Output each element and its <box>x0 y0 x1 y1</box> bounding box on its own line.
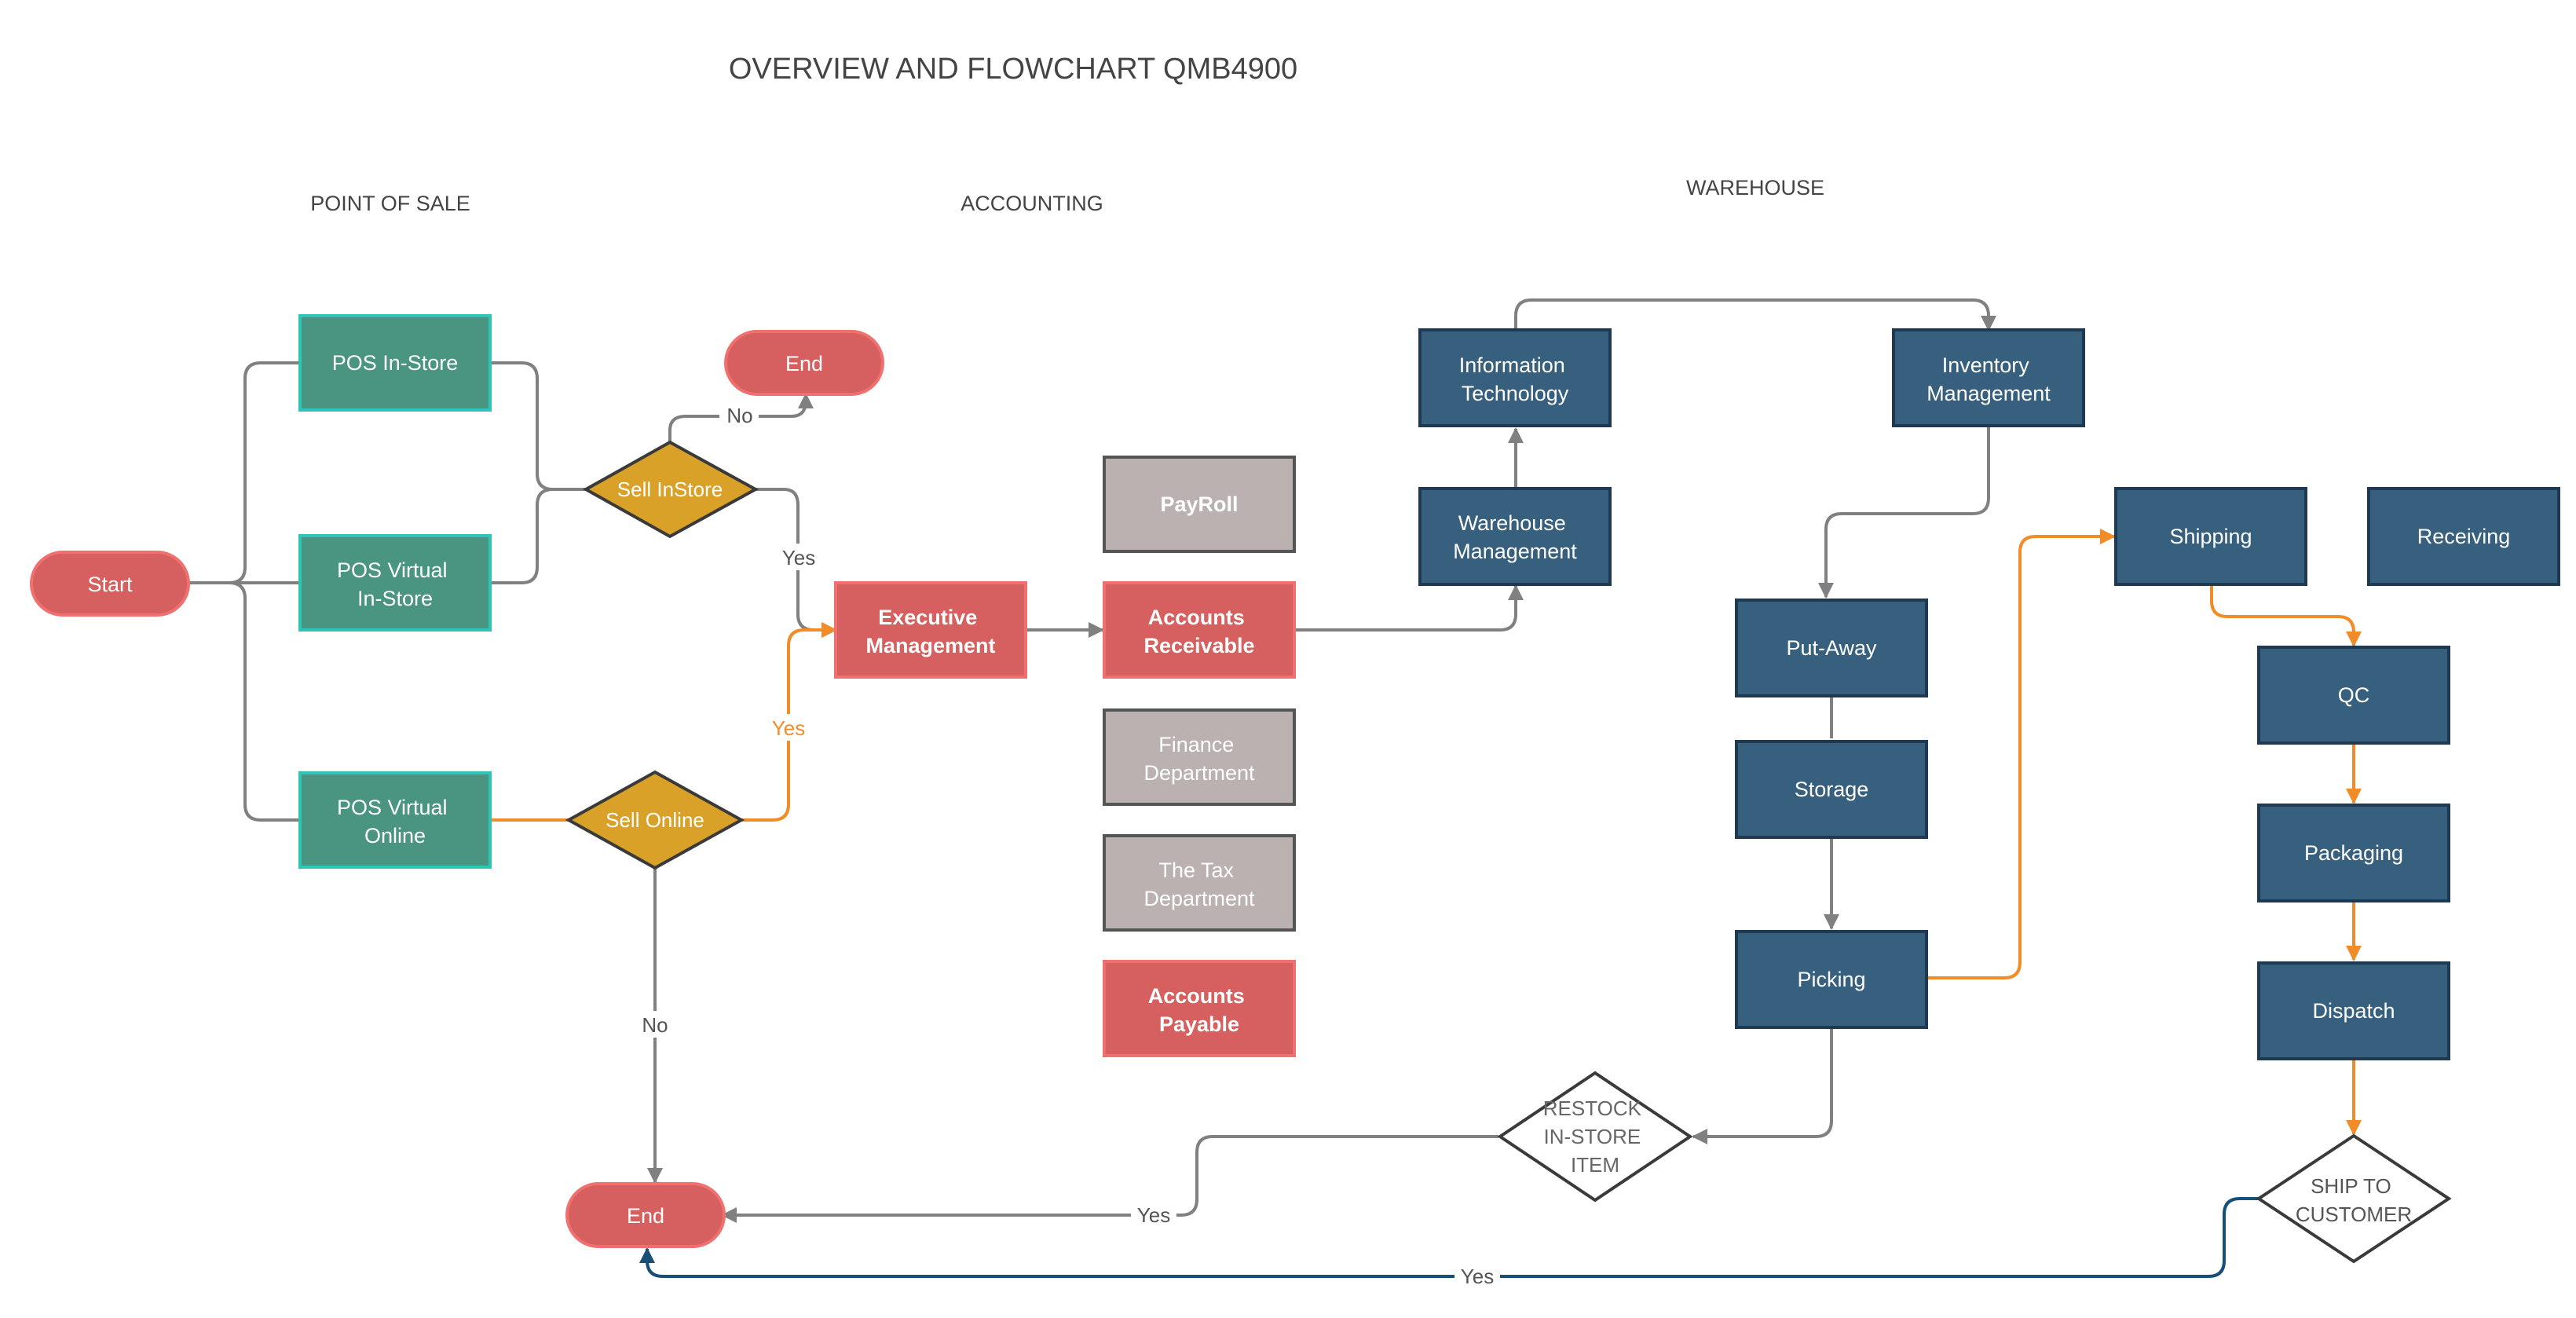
node-end-bottom-label: End <box>627 1204 664 1228</box>
connector-picking-shipping <box>1927 529 2116 979</box>
node-tax-department-label: The Tax Department <box>1143 859 1255 910</box>
connector-restock-yes-end <box>721 1135 1498 1223</box>
connector-shipping-qc <box>2210 585 2362 647</box>
node-finance-department-label: Finance Department <box>1143 733 1255 785</box>
node-warehouse-management[interactable]: Warehouse Management <box>1418 487 1612 586</box>
node-packaging-label: Packaging <box>2304 841 2403 865</box>
node-qc[interactable]: QC <box>2257 646 2450 745</box>
section-heading-point-of-sale: POINT OF SALE <box>310 192 470 215</box>
node-picking-label: Picking <box>1797 968 1865 991</box>
edge-label-ship-yes: Yes <box>1461 1265 1494 1288</box>
connector-pos-virtual-sell-instore <box>490 488 586 584</box>
node-executive-management-label: Executive Management <box>865 606 995 657</box>
node-sell-instore-label: Sell InStore <box>617 478 723 501</box>
connector-pos-instore-sell-instore <box>490 361 586 491</box>
section-heading-warehouse: WAREHOUSE <box>1686 176 1824 200</box>
edge-label-instore-yes: Yes <box>782 546 815 569</box>
node-sell-instore[interactable]: Sell InStore <box>582 440 759 539</box>
node-put-away[interactable]: Put-Away <box>1735 599 1928 697</box>
node-pos-virtual-online-label: POS Virtual Online <box>337 796 453 848</box>
node-information-technology-label: Information Technology <box>1459 353 1572 405</box>
node-receiving[interactable]: Receiving <box>2367 487 2560 586</box>
node-put-away-label: Put-Away <box>1786 636 1877 660</box>
section-heading-accounting: ACCOUNTING <box>961 192 1103 215</box>
node-start[interactable]: Start <box>30 551 190 617</box>
node-dispatch-label: Dispatch <box>2312 999 2395 1023</box>
node-accounts-receivable-label: Accounts Receivable <box>1143 606 1254 657</box>
page-title: OVERVIEW AND FLOWCHART QMB4900 <box>729 53 1297 86</box>
node-packaging[interactable]: Packaging <box>2257 804 2450 902</box>
node-pos-in-store[interactable]: POS In-Store <box>298 314 492 412</box>
node-ship-to-customer[interactable]: SHIP TO CUSTOMER <box>2256 1133 2452 1264</box>
node-warehouse-management-label: Warehouse Management <box>1453 511 1577 563</box>
connectors <box>188 298 2362 1278</box>
connector-receivable-warehouse-mgmt <box>1294 584 1524 632</box>
node-pos-virtual-in-store-label: POS Virtual In-Store <box>337 558 453 610</box>
node-storage[interactable]: Storage <box>1735 740 1928 839</box>
node-accounts-receivable[interactable]: Accounts Receivable <box>1103 581 1296 679</box>
node-receiving-label: Receiving <box>2417 525 2511 548</box>
node-end-bottom[interactable]: End <box>565 1182 726 1248</box>
connector-start-pos-online <box>188 581 300 822</box>
connector-start-pos-instore <box>188 361 300 584</box>
node-restock-label: RESTOCK IN-STORE ITEM <box>1543 1097 1647 1177</box>
node-pos-virtual-online[interactable]: POS Virtual Online <box>298 771 492 869</box>
node-shipping-label: Shipping <box>2169 525 2252 548</box>
node-information-technology[interactable]: Information Technology <box>1418 328 1612 427</box>
node-payroll[interactable]: PayRoll <box>1103 456 1296 553</box>
node-storage-label: Storage <box>1795 778 1869 801</box>
node-sell-online[interactable]: Sell Online <box>565 770 745 870</box>
node-shipping[interactable]: Shipping <box>2114 487 2307 586</box>
node-sell-online-label: Sell Online <box>606 808 704 832</box>
connector-it-inventory <box>1514 298 1996 331</box>
node-inventory-management[interactable]: Inventory Management <box>1892 328 2085 427</box>
node-finance-department[interactable]: Finance Department <box>1103 708 1296 806</box>
node-dispatch[interactable]: Dispatch <box>2257 961 2450 1060</box>
node-qc-label: QC <box>2338 683 2370 707</box>
edge-label-restock-yes: Yes <box>1137 1203 1170 1227</box>
node-start-label: Start <box>87 573 133 596</box>
connector-inventory-putaway <box>1818 427 1990 599</box>
node-payroll-label: PayRoll <box>1160 492 1238 516</box>
edge-labels: No Yes Yes No Yes Yes <box>635 402 1500 1290</box>
node-restock[interactable]: RESTOCK IN-STORE ITEM <box>1497 1071 1693 1203</box>
node-end-top-label: End <box>785 352 823 375</box>
node-pos-in-store-label: POS In-Store <box>332 351 459 375</box>
node-ship-to-customer-label: SHIP TO CUSTOMER <box>2296 1174 2412 1226</box>
node-executive-management[interactable]: Executive Management <box>834 581 1027 679</box>
node-accounts-payable-label: Accounts Payable <box>1148 984 1251 1036</box>
edge-label-online-yes: Yes <box>772 716 805 740</box>
node-accounts-payable[interactable]: Accounts Payable <box>1103 960 1296 1057</box>
connector-picking-restock <box>1692 1027 1833 1144</box>
node-end-top[interactable]: End <box>724 330 884 396</box>
node-picking[interactable]: Picking <box>1735 930 1928 1029</box>
node-pos-virtual-in-store[interactable]: POS Virtual In-Store <box>298 534 492 632</box>
node-tax-department[interactable]: The Tax Department <box>1103 834 1296 932</box>
node-inventory-management-label: Inventory Management <box>1927 353 2051 405</box>
edge-label-online-no: No <box>642 1013 668 1037</box>
connector-ship-yes-end <box>639 1197 2259 1278</box>
edge-label-instore-no: No <box>726 404 752 427</box>
